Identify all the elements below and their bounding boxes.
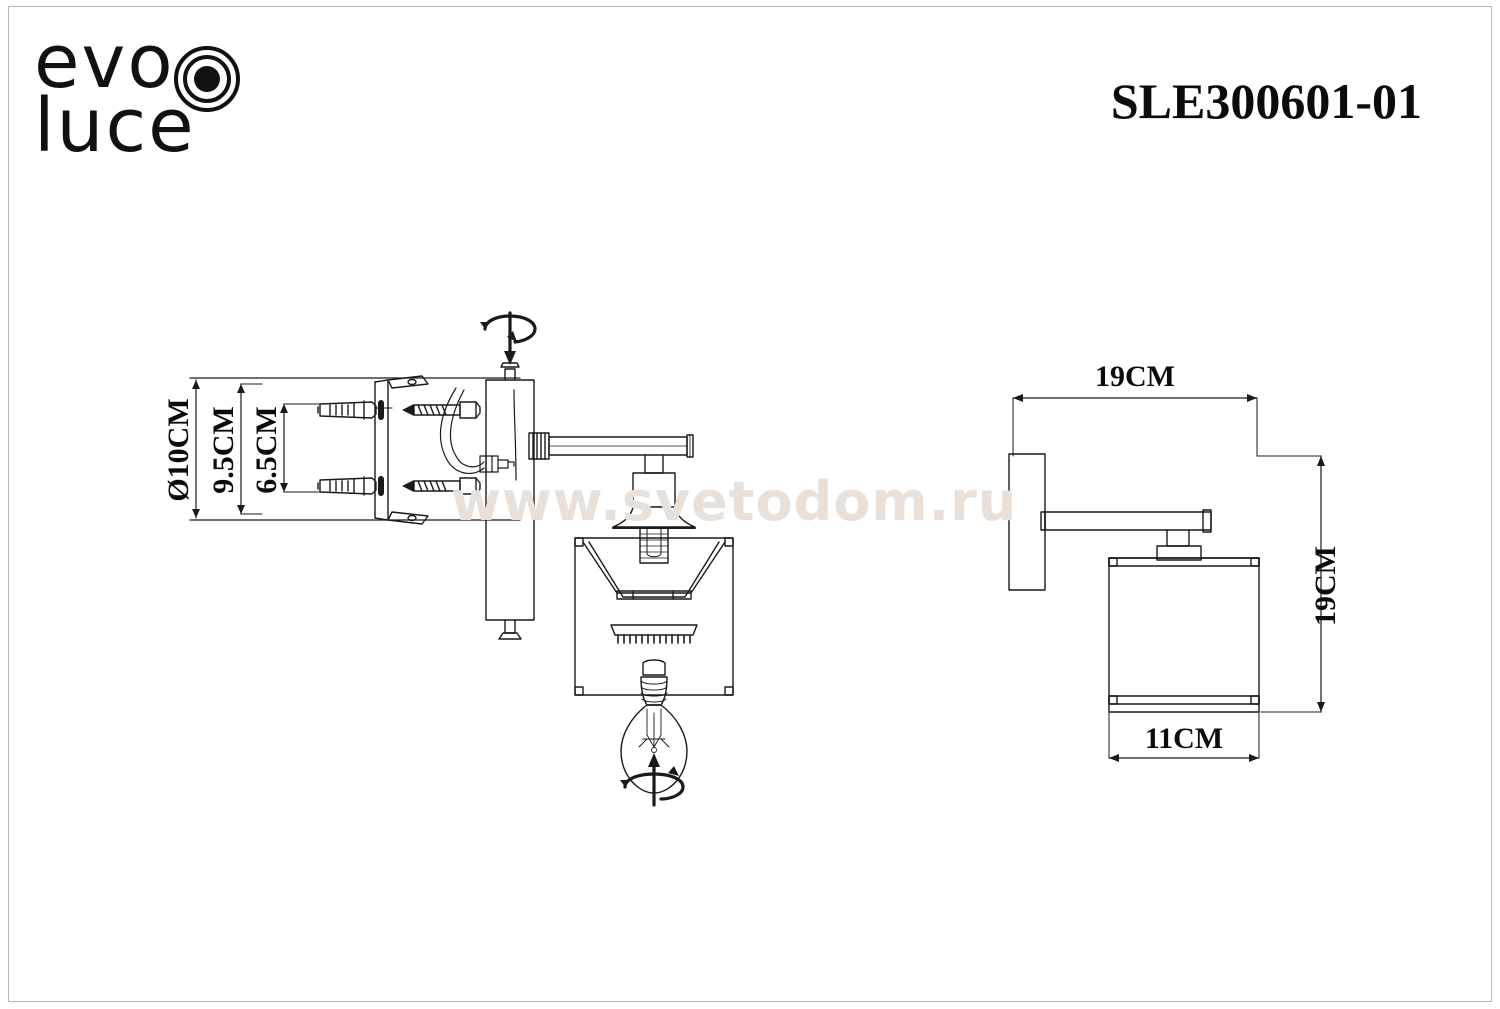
exploded-assembly-view xyxy=(480,311,734,807)
product-code: SLE300601-01 xyxy=(1110,73,1422,129)
dimension-label-diameter: Ø10CM xyxy=(162,398,195,501)
rotation-arrow-top-icon xyxy=(480,311,537,365)
dimension-label-shade-width: 11CM xyxy=(1145,722,1223,755)
dimension-label-hole-spacing: 6.5CM xyxy=(250,406,283,493)
wall-bracket-mounting-view: Ø10CM 9.5CM 6.5CM xyxy=(162,375,521,525)
finished-product-side-view: 19CM 19CM 11CM xyxy=(1008,360,1342,762)
brand-logo-line2: luce xyxy=(34,83,196,169)
dimension-label-height-total: 9.5CM xyxy=(207,406,240,493)
brand-logo-line1: evo xyxy=(34,19,175,105)
concentric-circle-mark-icon xyxy=(174,46,240,112)
brand-logo: evo luce xyxy=(32,24,302,169)
rotation-arrow-bottom-icon xyxy=(620,753,685,807)
dimension-label-height: 19CM xyxy=(1309,546,1342,626)
dimension-label-width-total: 19CM xyxy=(1095,360,1175,393)
